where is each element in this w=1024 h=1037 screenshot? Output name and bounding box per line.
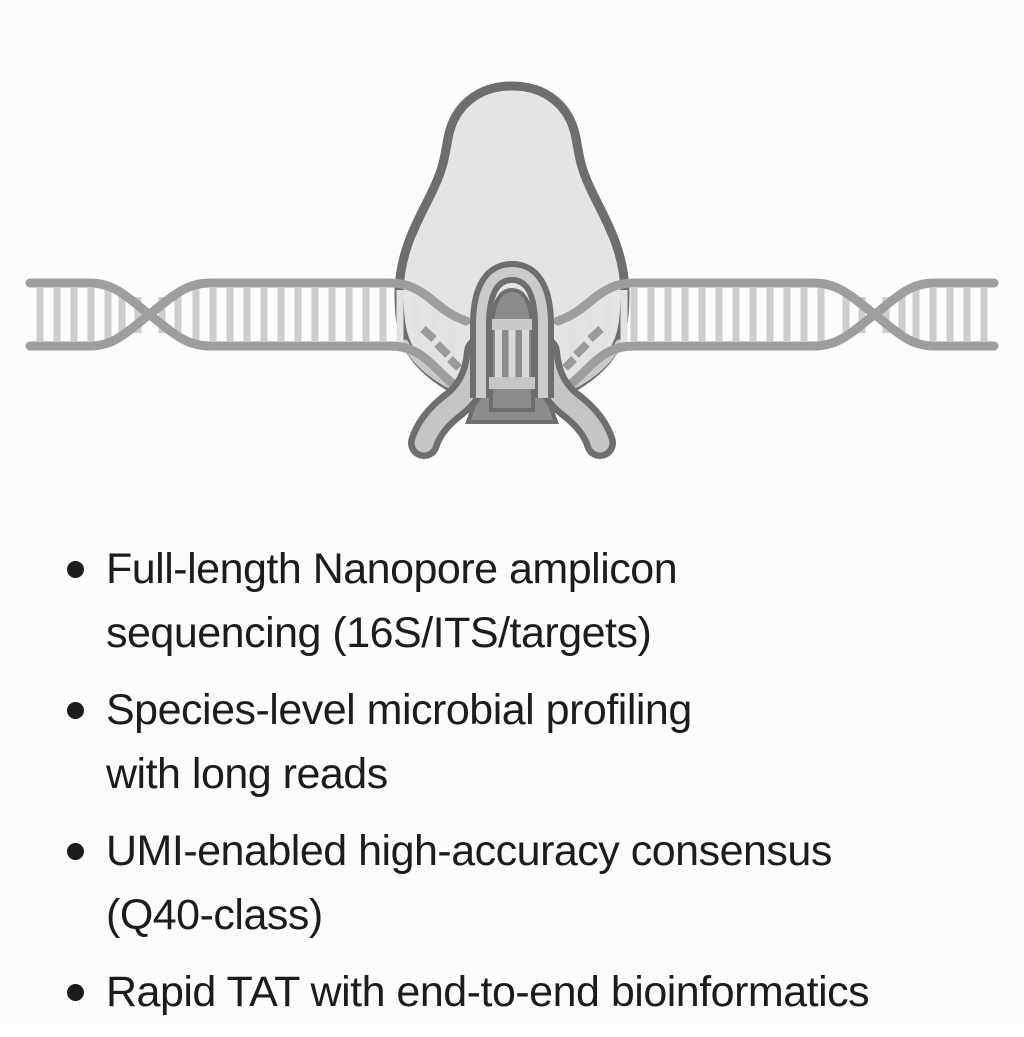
pore-tube-core (476, 266, 548, 398)
feature-list: Full-length Nanopore amplicon sequencing… (64, 537, 1016, 1037)
dna-dash-fragments (420, 326, 604, 371)
bullet-text: sequencing (16S/ITS/targets) (106, 609, 652, 657)
bullet-icon (67, 702, 84, 719)
dna-rungs (36, 288, 988, 341)
bullet-text: Full-length Nanopore amplicon (106, 545, 678, 593)
bullet-text: with long reads (106, 750, 388, 798)
channel-rail (522, 330, 529, 378)
dna-strand (25, 278, 483, 403)
nanopore-dna-svg (25, 81, 999, 459)
dna-strand (553, 278, 999, 351)
channel-bar-top (492, 319, 532, 330)
channel-rail (508, 330, 516, 378)
list-item: Species-level microbial profiling with l… (64, 678, 1016, 806)
bullet-text: UMI-enabled high-accuracy consensus (106, 827, 832, 875)
dna-strand (25, 278, 471, 351)
dna-helix (25, 278, 999, 403)
channel-rail (495, 330, 502, 378)
channel-bar-bottom (489, 377, 535, 389)
bullet-text: (Q40-class) (106, 891, 323, 939)
pore-tube (470, 260, 554, 398)
channel-strand-detail (489, 319, 535, 389)
bullet-icon (67, 561, 84, 578)
dna-strand (541, 278, 999, 403)
list-item: UMI-enabled high-accuracy consensus (Q40… (64, 819, 1016, 947)
bullet-icon (67, 843, 84, 860)
list-item: Full-length Nanopore amplicon sequencing… (64, 537, 1016, 665)
bullet-text: Species-level microbial profiling (106, 686, 692, 734)
list-item: Rapid TAT with end-to-end bioinformatics (64, 960, 1016, 1024)
bullet-icon (67, 984, 84, 1001)
nanopore-illustration (0, 0, 1024, 512)
bullet-text: Rapid TAT with end-to-end bioinformatics (106, 968, 870, 1016)
